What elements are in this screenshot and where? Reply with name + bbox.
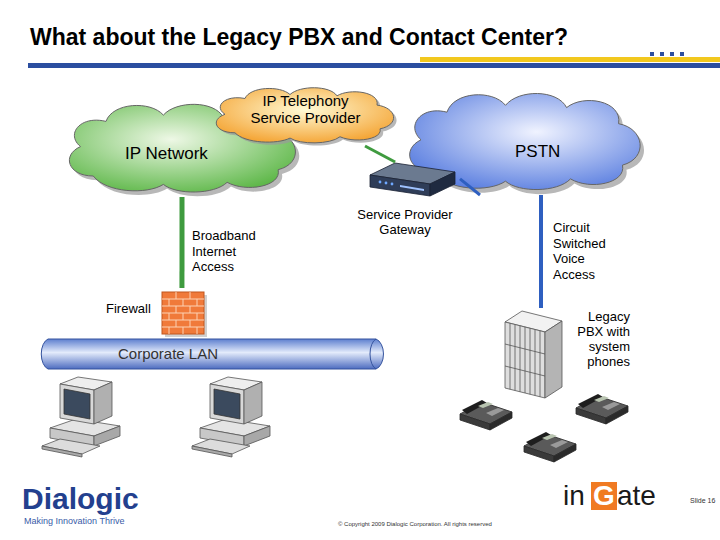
connector-line xyxy=(539,195,543,308)
node-label: Corporate LAN xyxy=(118,345,268,362)
pc-group xyxy=(42,377,120,457)
node-label: PSTN xyxy=(515,142,595,162)
node-label: Service Provider Gateway xyxy=(350,208,460,238)
network-cloud: PSTN xyxy=(395,80,655,195)
node-label: Firewall xyxy=(106,302,162,317)
cloud-shape xyxy=(69,104,295,192)
title-rule xyxy=(680,52,684,56)
gateway-icon xyxy=(379,181,382,184)
pc-group xyxy=(192,377,270,457)
firewall-icon xyxy=(162,292,204,334)
logo-text: Dialogic xyxy=(22,484,139,514)
logo-tagline: Making Innovation Thrive xyxy=(24,517,124,526)
node-label: Legacy PBX with system phones xyxy=(566,310,630,370)
gateway-icon xyxy=(391,183,394,186)
connector-line xyxy=(460,179,480,195)
firewall-icon xyxy=(162,292,207,337)
cloud-shape xyxy=(216,88,393,143)
title-rule xyxy=(28,52,720,68)
node-label: IP Telephony Service Provider xyxy=(243,92,368,127)
edge-label: Circuit Switched Voice Access xyxy=(553,220,618,282)
pbx-icon xyxy=(505,322,545,398)
gateway-icon xyxy=(370,163,455,184)
gateway-icon xyxy=(430,172,455,196)
gateway-icon xyxy=(385,182,388,185)
copyright-note: © Copyright 2009 Dialogic Corporation. A… xyxy=(338,521,492,527)
firewall: Firewall xyxy=(100,288,208,336)
connector-line xyxy=(365,146,395,162)
lan-band: Corporate LAN xyxy=(38,338,388,370)
slide-title: What about the Legacy PBX and Contact Ce… xyxy=(30,24,568,51)
pbx-icon xyxy=(545,321,562,398)
pbx-icon xyxy=(505,323,545,397)
lan-cylinder xyxy=(41,339,383,369)
gateway-icon xyxy=(370,175,430,196)
connector-line xyxy=(179,197,184,288)
title-rule xyxy=(28,63,720,68)
cloud-outline xyxy=(395,80,655,195)
logo-text: in xyxy=(563,482,585,510)
title-rule xyxy=(420,57,720,62)
lan-cylinder-end xyxy=(370,339,376,369)
slide-number: Slide 16 xyxy=(690,497,715,504)
phone-group xyxy=(576,394,628,424)
provider-cloud: IP Telephony Service Provider xyxy=(205,80,405,146)
gateway-icon xyxy=(400,185,424,191)
firewall-icon xyxy=(162,292,204,334)
title-rule xyxy=(650,52,654,56)
edge-label: Broadband Internet Access xyxy=(192,228,267,275)
phone-group xyxy=(460,400,512,430)
pc-group xyxy=(42,377,270,457)
phone-group xyxy=(524,432,576,462)
logo-text: G xyxy=(591,482,617,510)
phone-group xyxy=(460,394,628,462)
gateway-device: Service Provider Gateway xyxy=(350,162,460,246)
pbx-icon xyxy=(505,311,562,332)
cloud-shape xyxy=(410,93,640,189)
logo-text: ate xyxy=(617,482,656,510)
title-rule xyxy=(660,52,664,56)
gateway-icon xyxy=(370,163,455,196)
node-label: IP Network xyxy=(125,144,245,164)
pbx-icon xyxy=(505,311,562,398)
pbx-system: Legacy PBX with system phones xyxy=(500,308,640,403)
firewall-icon xyxy=(165,295,207,337)
title-rule xyxy=(670,52,674,56)
